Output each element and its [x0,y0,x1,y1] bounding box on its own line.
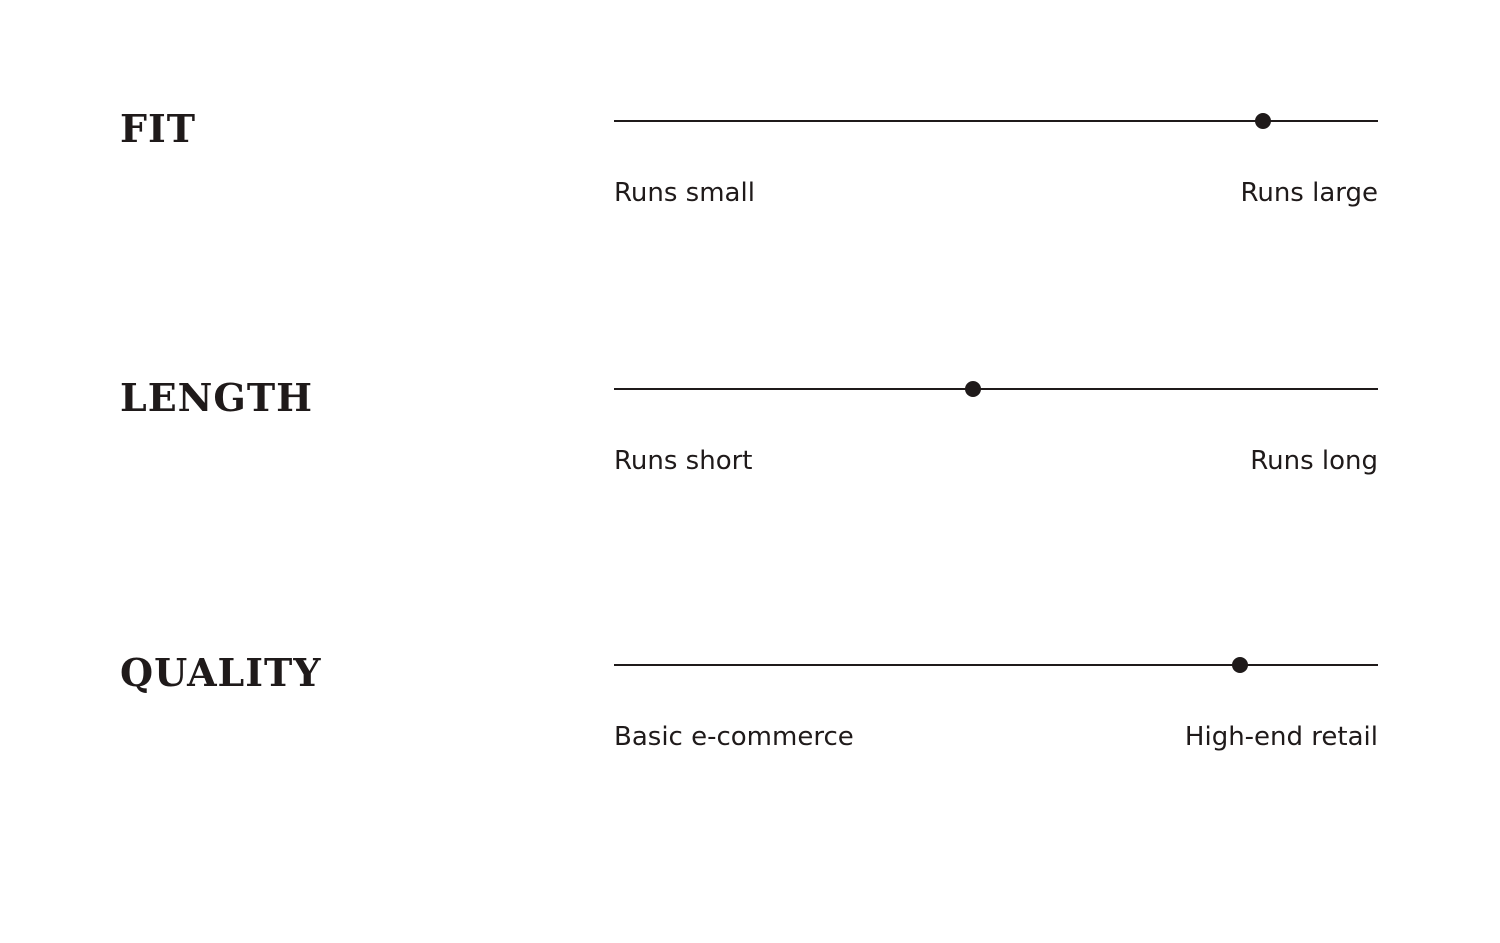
quality-scale [614,655,1378,675]
length-min-label: Runs short [614,446,753,476]
fit-max-label: Runs large [1240,178,1378,208]
quality-scale-track [614,664,1378,666]
rating-title-length: LENGTH [120,375,314,420]
length-scale-track [614,388,1378,390]
length-max-label: Runs long [1250,446,1378,476]
rating-title-fit: FIT [120,106,197,151]
rating-title-quality: QUALITY [120,650,322,695]
fit-min-label: Runs small [614,178,755,208]
rating-fit: FIT Runs small Runs large [0,0,1500,206]
quality-max-label: High-end retail [1184,722,1378,752]
length-scale [614,379,1378,399]
length-scale-marker [965,381,982,397]
fit-scale-marker [1255,113,1272,129]
rating-length: LENGTH Runs short Runs long [0,0,1500,474]
fit-scale [614,111,1378,131]
fit-scale-track [614,120,1378,122]
quality-scale-marker [1232,657,1249,673]
rating-quality: QUALITY Basic e-commerce High-end retail [0,0,1500,750]
quality-min-label: Basic e-commerce [614,722,854,752]
